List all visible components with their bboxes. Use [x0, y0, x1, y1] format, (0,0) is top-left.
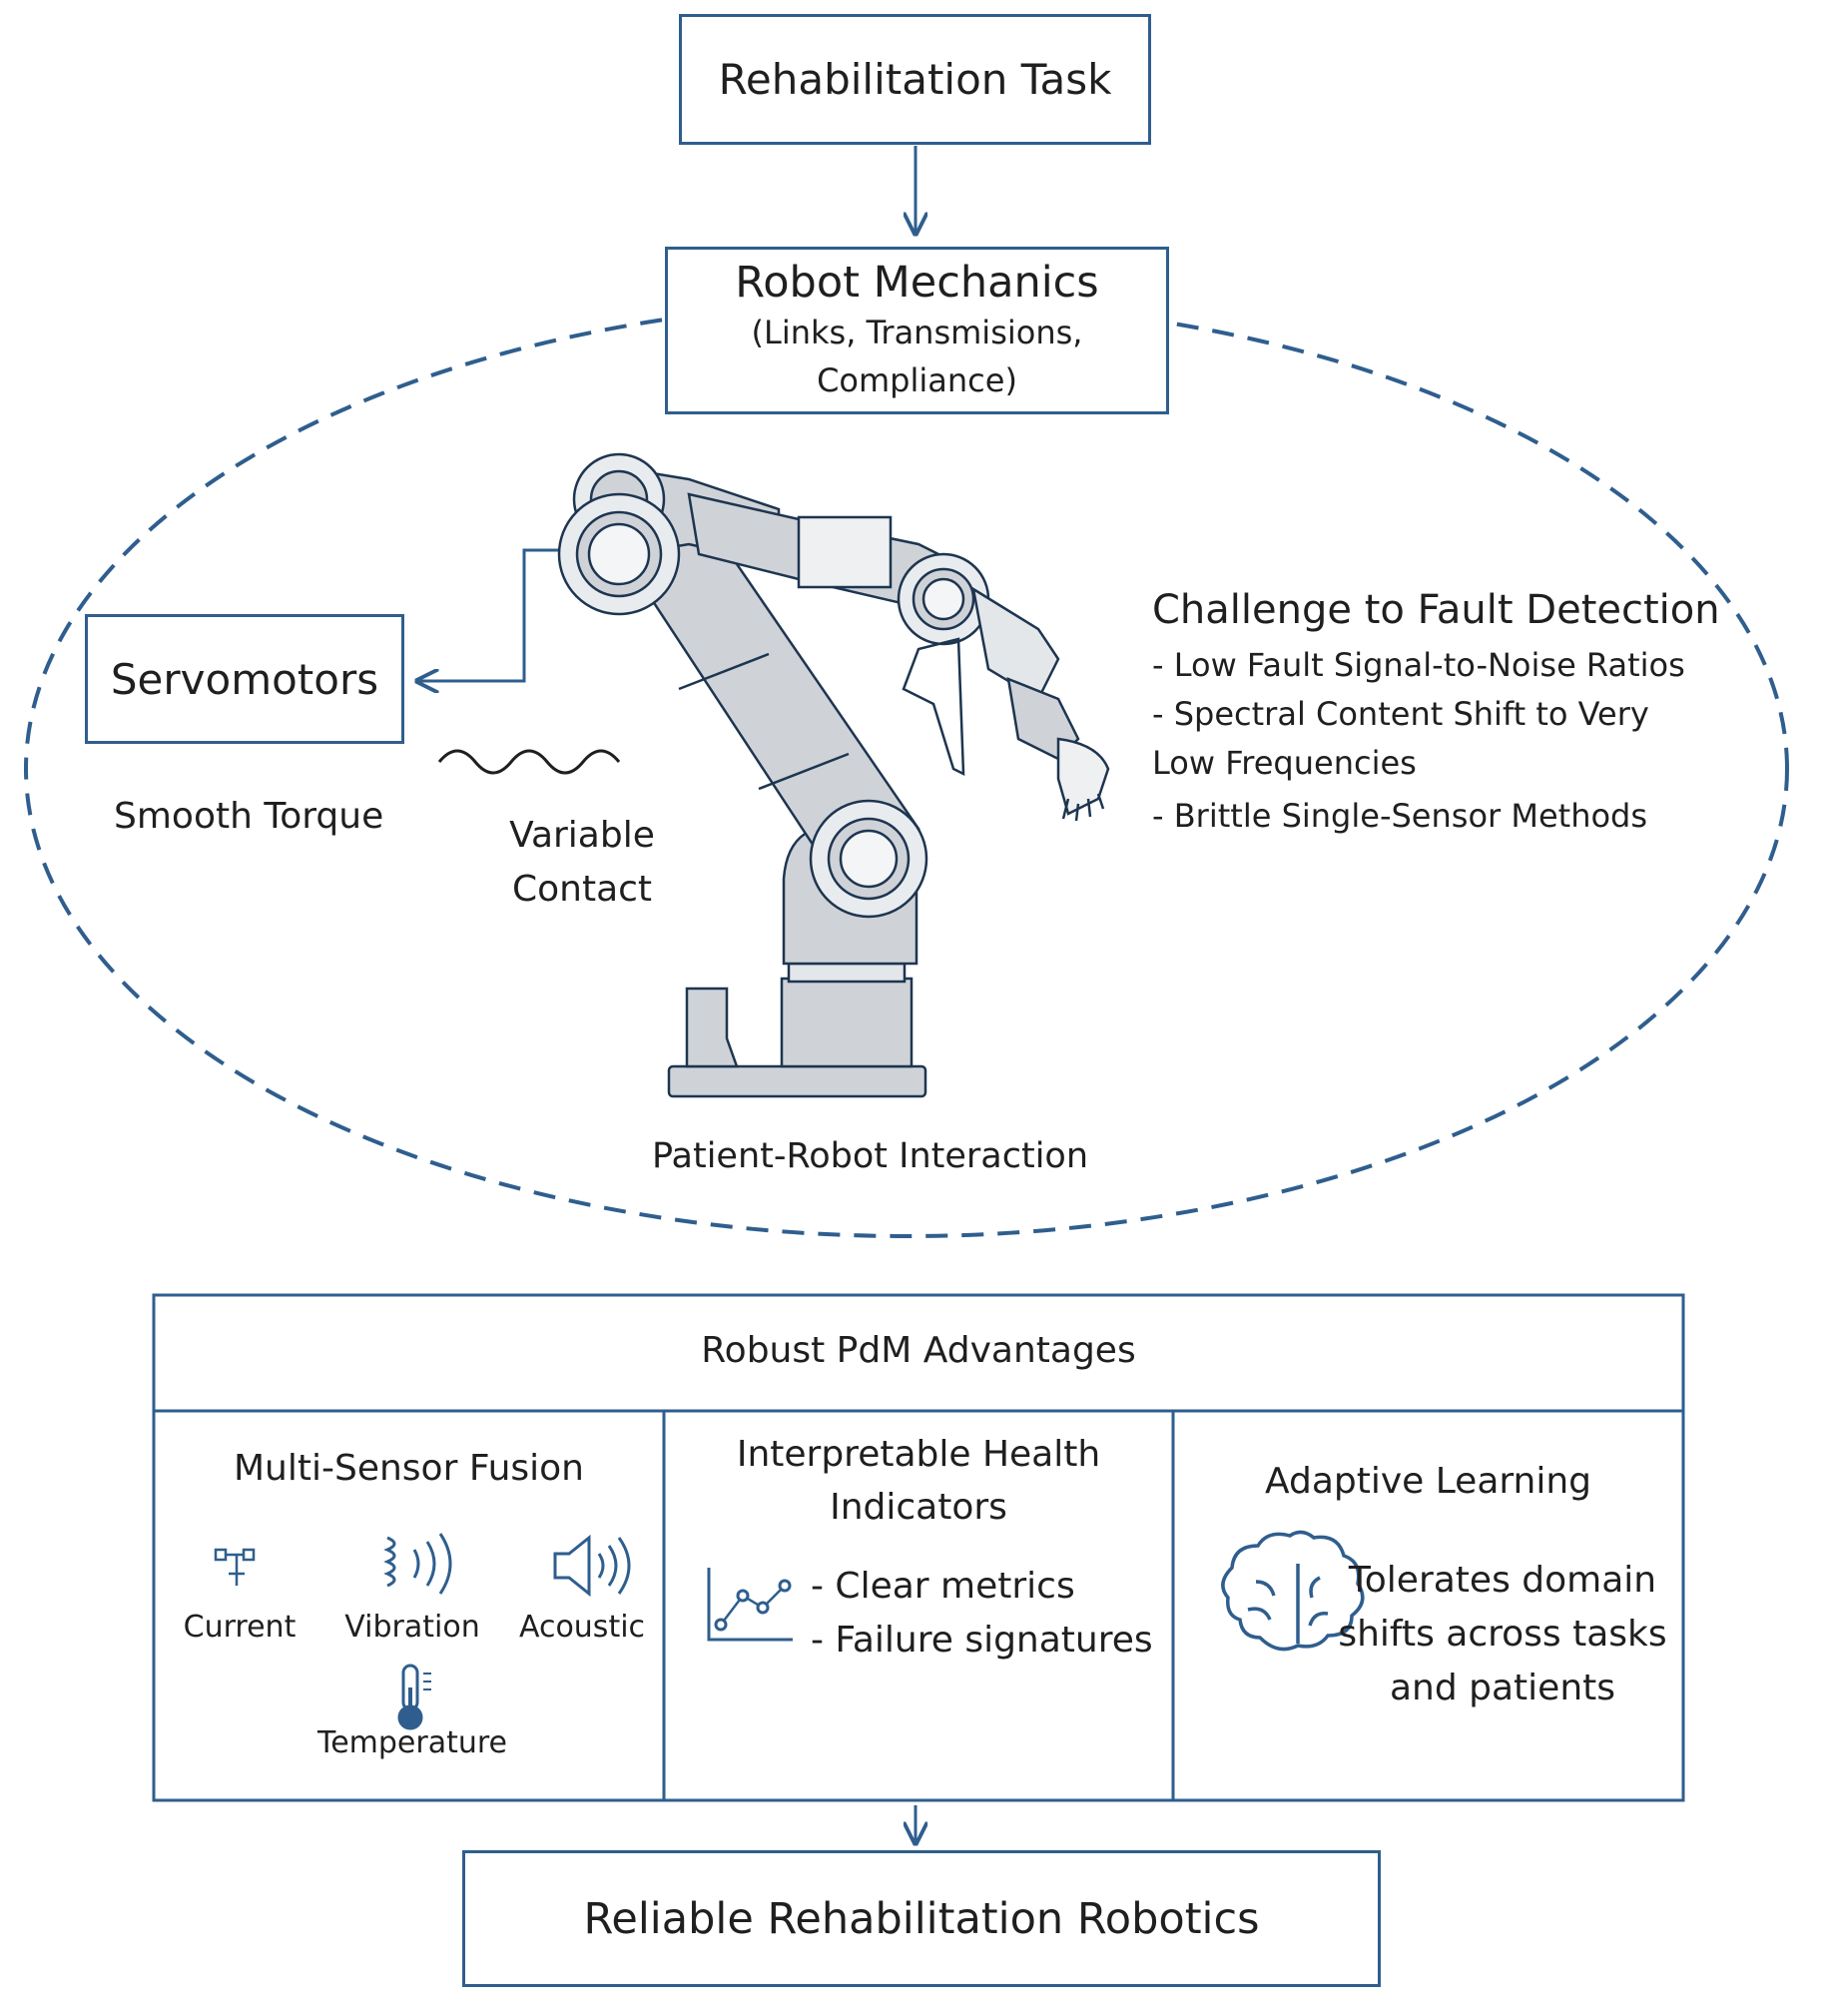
fusion-title: Multi-Sensor Fusion — [234, 1448, 584, 1489]
pdm-frame — [152, 1293, 1685, 1802]
vibration-sensor-icon — [383, 1533, 452, 1595]
reliable-robotics-label: Reliable Rehabilitation Robotics — [583, 1893, 1260, 1944]
indicators-title-line2: Indicators — [830, 1487, 1007, 1528]
rehabilitation-task-label: Rehabilitation Task — [718, 55, 1112, 104]
indicators-title: Interpretable Health Indicators — [667, 1428, 1170, 1534]
servomotors-label: Servomotors — [110, 654, 379, 704]
servomotors-box: Servomotors — [85, 614, 404, 744]
indicator-item-2: - Failure signatures — [811, 1620, 1153, 1661]
indicator-item-1: - Clear metrics — [811, 1566, 1075, 1607]
pdm-header-title: Robust PdM Advantages — [701, 1330, 1136, 1371]
adaptive-line-2: shifts across tasks — [1338, 1614, 1667, 1655]
current-sensor-icon — [214, 1548, 256, 1586]
brain-icon — [1221, 1530, 1365, 1652]
variable-contact-line2: Contact — [511, 869, 653, 910]
variable-contact-label: Variable Contact — [487, 809, 677, 917]
acoustic-sensor-icon — [553, 1534, 631, 1598]
sensor-label-current: Current — [183, 1610, 297, 1645]
health-chart-icon — [707, 1568, 793, 1642]
variable-contact-wave-icon — [437, 749, 621, 775]
patient-robot-interaction-label: Patient-Robot Interaction — [652, 1136, 1089, 1176]
challenge-title: Challenge to Fault Detection — [1152, 587, 1720, 633]
sensor-label-temperature: Temperature — [316, 1725, 508, 1760]
adaptive-line-1: Tolerates domain — [1348, 1560, 1657, 1601]
challenge-item-4: - Brittle Single-Sensor Methods — [1152, 797, 1648, 835]
adaptive-line-3: and patients — [1389, 1668, 1616, 1708]
sensor-label-acoustic: Acoustic — [518, 1610, 646, 1645]
robot-mechanics-title: Robot Mechanics — [735, 258, 1099, 308]
robot-mechanics-box: Robot Mechanics (Links, Transmisions, Co… — [665, 247, 1169, 414]
robot-mechanics-line1: (Links, Transmisions, — [751, 314, 1083, 351]
robot-arm-illustration — [557, 452, 1110, 1098]
smooth-torque-label: Smooth Torque — [114, 796, 384, 837]
sensor-label-vibration: Vibration — [344, 1610, 480, 1645]
variable-contact-line1: Variable — [509, 815, 655, 856]
challenge-item-2: - Spectral Content Shift to Very — [1152, 695, 1649, 733]
indicators-title-line1: Interpretable Health — [736, 1434, 1101, 1475]
robot-mechanics-line2: Compliance) — [817, 361, 1017, 399]
challenge-item-3: Low Frequencies — [1152, 744, 1417, 782]
reliable-robotics-box: Reliable Rehabilitation Robotics — [462, 1850, 1381, 1987]
connector-joint-to-servomotors — [417, 548, 569, 681]
rehabilitation-task-box: Rehabilitation Task — [679, 14, 1151, 145]
challenge-item-1: - Low Fault Signal-to-Noise Ratios — [1152, 646, 1685, 684]
adaptive-description: Tolerates domain shifts across tasks and… — [1333, 1554, 1672, 1715]
temperature-sensor-icon — [397, 1664, 431, 1730]
adaptive-title: Adaptive Learning — [1264, 1461, 1592, 1502]
